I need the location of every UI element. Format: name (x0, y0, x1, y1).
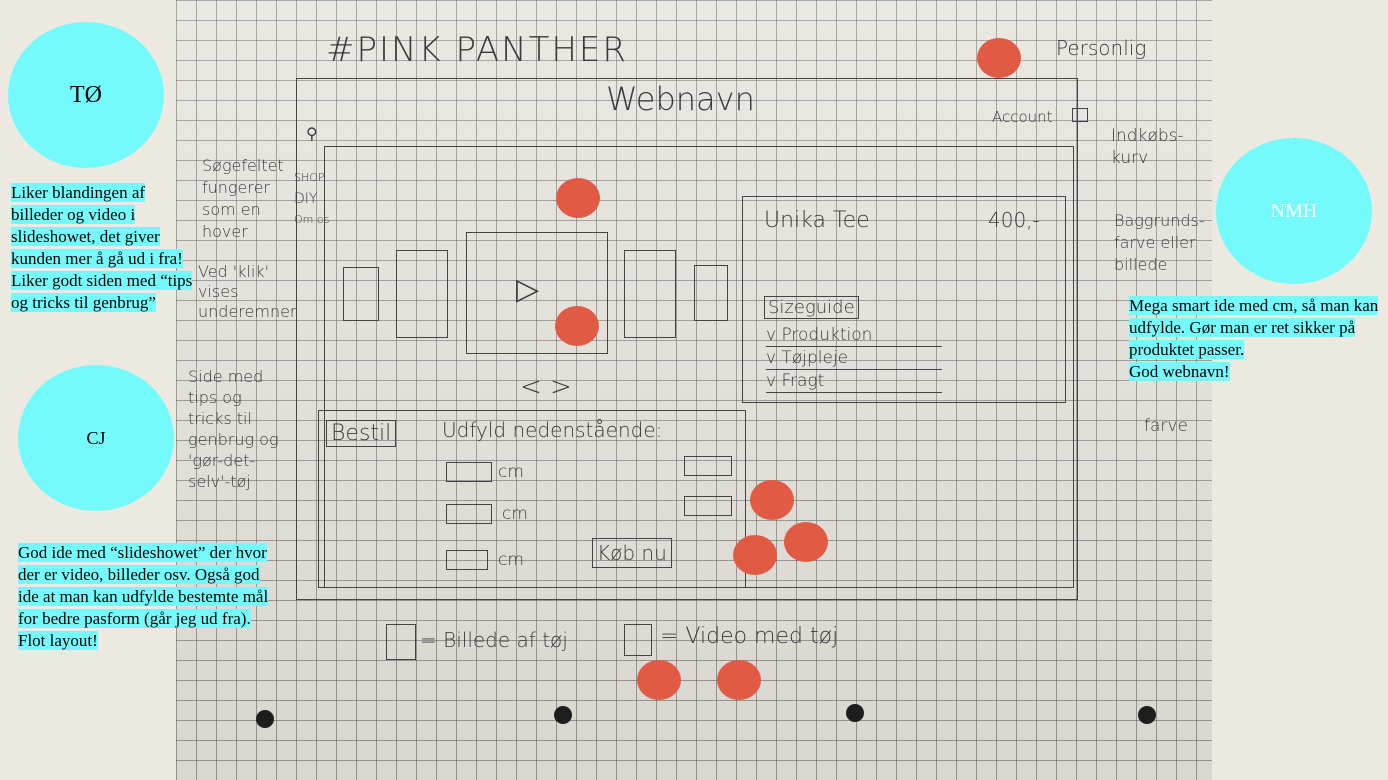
input-sketch (684, 496, 732, 516)
red-dot-marker (977, 38, 1021, 78)
red-dot-marker (750, 480, 794, 520)
red-dot-marker (555, 306, 599, 346)
comment-to: Liker blandingen af billeder og video i … (11, 183, 193, 312)
avatar-nmh: NMH (1216, 138, 1372, 284)
cm-input-sketch (446, 504, 492, 524)
accordion-fragt: v Fragt (766, 370, 942, 393)
account-label: Account (992, 108, 1053, 126)
nav-om-os: Om os (294, 213, 330, 226)
sketch-nav: SHOP DIY Om os (294, 168, 329, 230)
comment-nmh: Mega smart ide med cm, så man kan udfyld… (1129, 296, 1379, 381)
order-label: Bestil (326, 420, 397, 447)
legend-image: = Billede af tøj (420, 628, 568, 652)
cm-unit: cm (502, 504, 528, 524)
red-dot-marker (637, 660, 681, 700)
accordion-tojpleje: v Tøjpleje (766, 347, 942, 370)
accordion-produktion: v Produktion (766, 324, 942, 347)
search-note: Søgefeltet fungerer som en hover (202, 156, 284, 241)
accordion-list: v Produktion v Tøjpleje v Fragt (766, 324, 942, 393)
search-icon: ⚲ (306, 124, 318, 143)
legend-video-icon (624, 624, 652, 656)
avatar-cj: CJ (18, 365, 174, 511)
buy-button-sketch: Køb nu (592, 538, 672, 568)
cm-unit: cm (498, 462, 524, 482)
red-dot-marker (717, 660, 761, 700)
commenter-name-nmh: NMH (1270, 199, 1318, 222)
product-panel-sketch (742, 196, 1066, 403)
commenter-name-to: TØ (70, 81, 102, 108)
cm-unit: cm (498, 550, 524, 570)
red-dot-marker (556, 178, 600, 218)
legend-image-icon (386, 624, 416, 660)
avatar-to: TØ (8, 22, 164, 168)
red-dot-marker (733, 535, 777, 575)
cart-icon (1072, 108, 1088, 122)
image-placeholder (343, 267, 379, 321)
indkobskurv-label: Indkøbs-kurv (1111, 126, 1184, 168)
punch-hole (1138, 706, 1156, 724)
slideshow-arrows: < > (520, 372, 572, 402)
page-frame-sketch (296, 78, 1078, 600)
personlig-label: Personlig (1056, 36, 1147, 60)
sizeguide-label: Sizeguide (764, 296, 859, 319)
punch-hole (554, 706, 572, 724)
nav-shop: SHOP (294, 171, 325, 184)
farve-note: farve (1144, 416, 1188, 436)
legend-video: = Video med tøj (660, 624, 839, 649)
project-title: #PINK PANTHER (326, 30, 629, 70)
image-placeholder (396, 250, 448, 338)
background-note: Baggrunds-farve eller billede (1114, 211, 1205, 274)
play-icon: ▷ (516, 272, 540, 307)
input-sketch (684, 456, 732, 476)
nav-diy: DIY (294, 191, 318, 207)
video-placeholder (466, 232, 608, 354)
punch-hole (256, 710, 274, 728)
cm-input-sketch (446, 550, 488, 570)
commenter-name-cj: CJ (86, 427, 106, 448)
site-name: Webnavn (606, 80, 755, 118)
click-note: Ved 'klik' vises underemner (198, 262, 297, 321)
image-placeholder (694, 265, 728, 321)
wireframe-sketch-photo: #PINK PANTHER Webnavn Personlig Account … (176, 0, 1212, 780)
punch-hole (846, 704, 864, 722)
image-placeholder (624, 250, 676, 338)
tips-note: Side med tips og tricks til genbrug og '… (188, 367, 279, 491)
red-dot-marker (784, 522, 828, 562)
order-form-sketch (318, 410, 746, 588)
order-instruction: Udfyld nedenstående: (442, 418, 663, 442)
product-price: 400,- (988, 208, 1040, 232)
cm-input-sketch (446, 462, 492, 482)
comment-cj: God ide med “slideshowet” der hvor der e… (18, 543, 269, 650)
product-name: Unika Tee (764, 208, 870, 233)
